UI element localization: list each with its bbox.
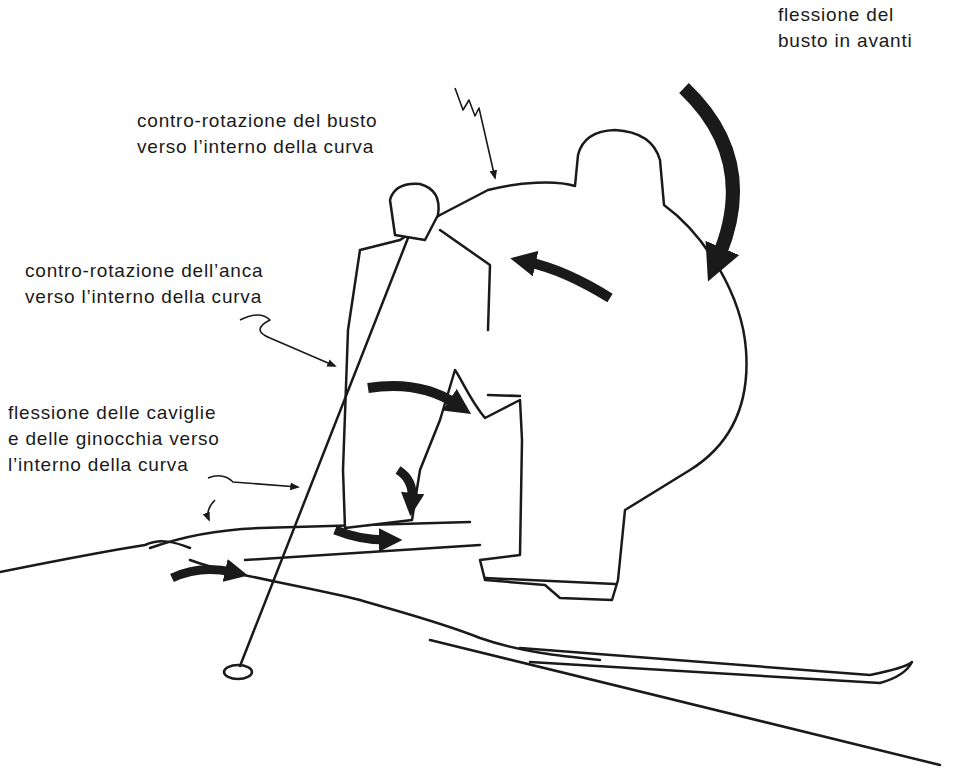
- ski-pole: [240, 238, 408, 666]
- leader-line: [455, 88, 495, 178]
- front-ski: [150, 522, 480, 560]
- annotation-label: contro-rotazione dell’anca verso l’inter…: [25, 258, 287, 310]
- ankle-arrow: [335, 530, 386, 540]
- snow-line: [0, 541, 190, 572]
- leader-line: [240, 315, 335, 366]
- hip-rotation-arrow: [368, 386, 456, 404]
- annotation-label: flessione del busto in avanti: [778, 2, 938, 54]
- snow-edge: [430, 640, 940, 765]
- pole-basket: [224, 665, 252, 679]
- leader-line: [208, 500, 215, 520]
- torso-rotation-arrow: [528, 262, 610, 298]
- ski-edge-arrow: [172, 570, 232, 578]
- arm-line: [440, 230, 490, 330]
- annotation-label: contro-rotazione del busto verso l’inter…: [137, 108, 399, 160]
- annotation-label: flessione delle caviglie e delle ginocch…: [8, 400, 226, 478]
- glove: [390, 184, 439, 240]
- skier-body: [343, 130, 747, 600]
- torso-flex-arrow: [684, 88, 733, 258]
- hip-notch: [488, 395, 520, 396]
- knee-arrow: [398, 470, 412, 500]
- boot-line: [485, 578, 615, 584]
- leader-line: [208, 476, 298, 487]
- back-ski: [520, 648, 912, 683]
